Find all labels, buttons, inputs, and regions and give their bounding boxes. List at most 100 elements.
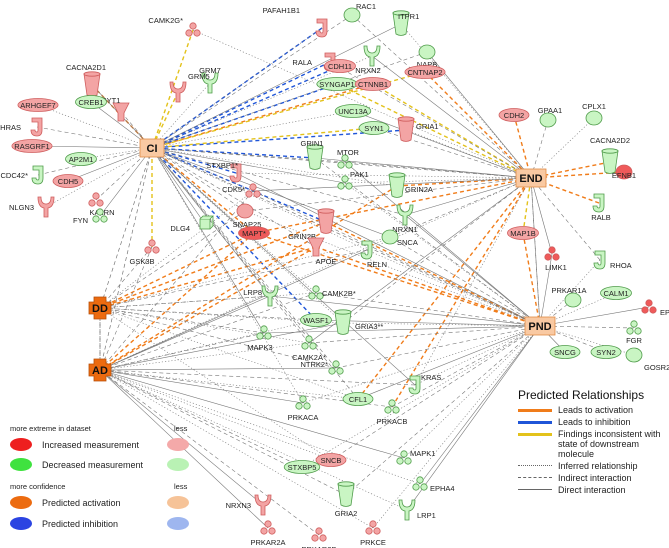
node-label: GRIA3** (355, 322, 383, 331)
node-nrxn2[interactable]: NRXN2 (355, 45, 381, 75)
node-grm7[interactable]: GRM7 (199, 66, 221, 94)
kinase-icon (337, 161, 345, 169)
node-kras[interactable]: KRAS (408, 373, 441, 395)
node-syngap1[interactable]: SYNGAP1 (316, 77, 358, 91)
node-prkar2b[interactable]: PRKAR2B (301, 527, 337, 548)
node-itpr1[interactable]: ITPR1 (392, 10, 419, 36)
node-cdc42[interactable]: CDC42* (0, 165, 44, 185)
node-epha2[interactable]: EPHA2 (641, 299, 669, 317)
edge (253, 175, 532, 234)
node-gpaa1[interactable]: GPAA1 (538, 106, 562, 128)
edge (99, 185, 398, 371)
node-efnb1[interactable]: EFNB1 (612, 164, 636, 180)
node-camk2g[interactable]: CAMK2G* (148, 16, 201, 37)
node-snap25[interactable]: SNAP25 (233, 203, 262, 229)
node-stxbp5[interactable]: STXBP5 (283, 460, 321, 474)
node-cdh11[interactable]: CDH11 (324, 59, 356, 73)
node-wasf1[interactable]: WASF1 (300, 313, 332, 327)
node-lrp1[interactable]: LRP1 (398, 499, 436, 521)
hub-end[interactable]: END (515, 168, 547, 188)
node-camk2a[interactable]: CAMK2A* (292, 335, 326, 362)
node-fgr[interactable]: FGR (626, 320, 642, 345)
node-cfl1[interactable]: CFL1 (342, 392, 374, 406)
node-prkce[interactable]: PRKCE (360, 520, 386, 547)
node-rhoa[interactable]: RHOA (593, 250, 632, 270)
node-creb1[interactable]: CREB1 (75, 95, 107, 109)
edge (530, 119, 549, 179)
node-arhgef7[interactable]: ARHGEF7 (17, 98, 59, 112)
node-label: SNCB (321, 456, 342, 465)
hub-pnd[interactable]: PND (524, 316, 556, 336)
node-prkar1a[interactable]: PRKAR1A (551, 286, 587, 308)
node-mapt[interactable]: MAPT* (238, 226, 270, 240)
kinase-icon (388, 399, 396, 407)
node-rac1[interactable]: RAC1 (343, 2, 376, 23)
node-ap2m1[interactable]: AP2M1 (65, 152, 97, 166)
node-nrxn1[interactable]: NRXN1 (392, 204, 418, 234)
node-syt1[interactable]: SYT1 (102, 96, 130, 122)
node-syn2[interactable]: SYN2 (590, 345, 622, 359)
node-hras[interactable]: HRAS (0, 117, 43, 137)
node-gria3[interactable]: GRIA3** (334, 309, 383, 335)
hub-dd[interactable]: DD (88, 296, 112, 320)
node-fyn[interactable]: FYN (73, 208, 108, 225)
node-gosr2[interactable]: GOSR2 (625, 347, 669, 372)
node-napb[interactable]: NAPB (417, 44, 437, 69)
node-prkaca[interactable]: PRKACA (288, 395, 319, 422)
edge (99, 246, 317, 310)
edge (99, 236, 391, 371)
node-cdk5[interactable]: CDK5* (222, 183, 261, 198)
edge (99, 368, 416, 386)
node-unc13a[interactable]: UNC13A (334, 104, 372, 118)
node-apoe[interactable]: APOE (307, 237, 336, 266)
edge (151, 147, 317, 321)
hub-ad[interactable]: AD (88, 358, 112, 382)
node-gsk3b[interactable]: GSK3B (129, 239, 160, 266)
node-grm5[interactable]: GRM5 (169, 72, 210, 103)
inhibition-strong-swatch (10, 517, 32, 530)
node-label: LRP1 (417, 511, 436, 520)
node-pafah1b1[interactable]: PAFAH1B1 (263, 6, 328, 38)
node-prkacb[interactable]: PRKACB (377, 399, 408, 426)
other-molecule-icon (199, 215, 214, 230)
node-cdh2[interactable]: CDH2 (498, 108, 530, 122)
node-stxbp1[interactable]: STXBP1* (206, 161, 242, 183)
node-ntrk2[interactable]: NTRK2* (300, 360, 344, 375)
node-mapk3[interactable]: MAPK3 (247, 325, 273, 352)
node-cacna2d2[interactable]: CACNA2D2 (590, 136, 630, 174)
node-prkar2a[interactable]: PRKAR2A (250, 520, 286, 547)
node-nrxn3[interactable]: NRXN3 (226, 494, 272, 516)
node-limk1[interactable]: LIMK1 (544, 246, 567, 272)
node-grin1[interactable]: GRIN1 (301, 139, 324, 170)
node-cntnap2[interactable]: CNTNAP2 (404, 65, 446, 79)
node-grin2b[interactable]: GRIN2B (288, 208, 335, 241)
edge (99, 249, 368, 371)
node-nlgn3[interactable]: NLGN3 (9, 196, 55, 218)
node-gria2[interactable]: GRIA2 (335, 481, 358, 518)
node-rasgrf1[interactable]: RASGRF1 (11, 139, 53, 153)
node-sncb[interactable]: SNCB (315, 453, 347, 467)
node-dlg4[interactable]: DLG4 (170, 215, 214, 233)
node-reln[interactable]: RELN (360, 240, 387, 269)
kinase-icon (634, 327, 642, 335)
node-epha4[interactable]: EPHA4 (412, 476, 455, 493)
node-syn1[interactable]: SYN1 (358, 121, 390, 135)
node-pak1[interactable]: PAK1 (337, 170, 369, 190)
molecule-circle-icon (418, 44, 436, 60)
hub-ci[interactable]: CI (139, 138, 165, 158)
node-map1b[interactable]: MAP1B (507, 226, 539, 240)
node-lrp8[interactable]: LRP8 (243, 285, 279, 307)
node-ctnnb1[interactable]: CTNNB1 (354, 77, 392, 91)
node-sncg[interactable]: SNCG (549, 345, 581, 359)
node-ralb[interactable]: RALB (591, 193, 611, 222)
node-mtor[interactable]: MTOR (337, 148, 360, 169)
node-calm1[interactable]: CALM1 (600, 286, 632, 300)
node-camk2b[interactable]: CAMK2B* (308, 285, 356, 300)
node-cacna2d1[interactable]: CACNA2D1 (66, 63, 106, 97)
node-snca[interactable]: SNCA (381, 229, 418, 247)
node-cplx1[interactable]: CPLX1 (582, 102, 606, 126)
node-cdh5[interactable]: CDH5 (52, 174, 84, 188)
node-gria1[interactable]: GRIA1 (397, 116, 439, 142)
node-mapk1[interactable]: MAPK1 (396, 449, 436, 465)
node-grin2a[interactable]: GRIN2A (388, 172, 433, 198)
